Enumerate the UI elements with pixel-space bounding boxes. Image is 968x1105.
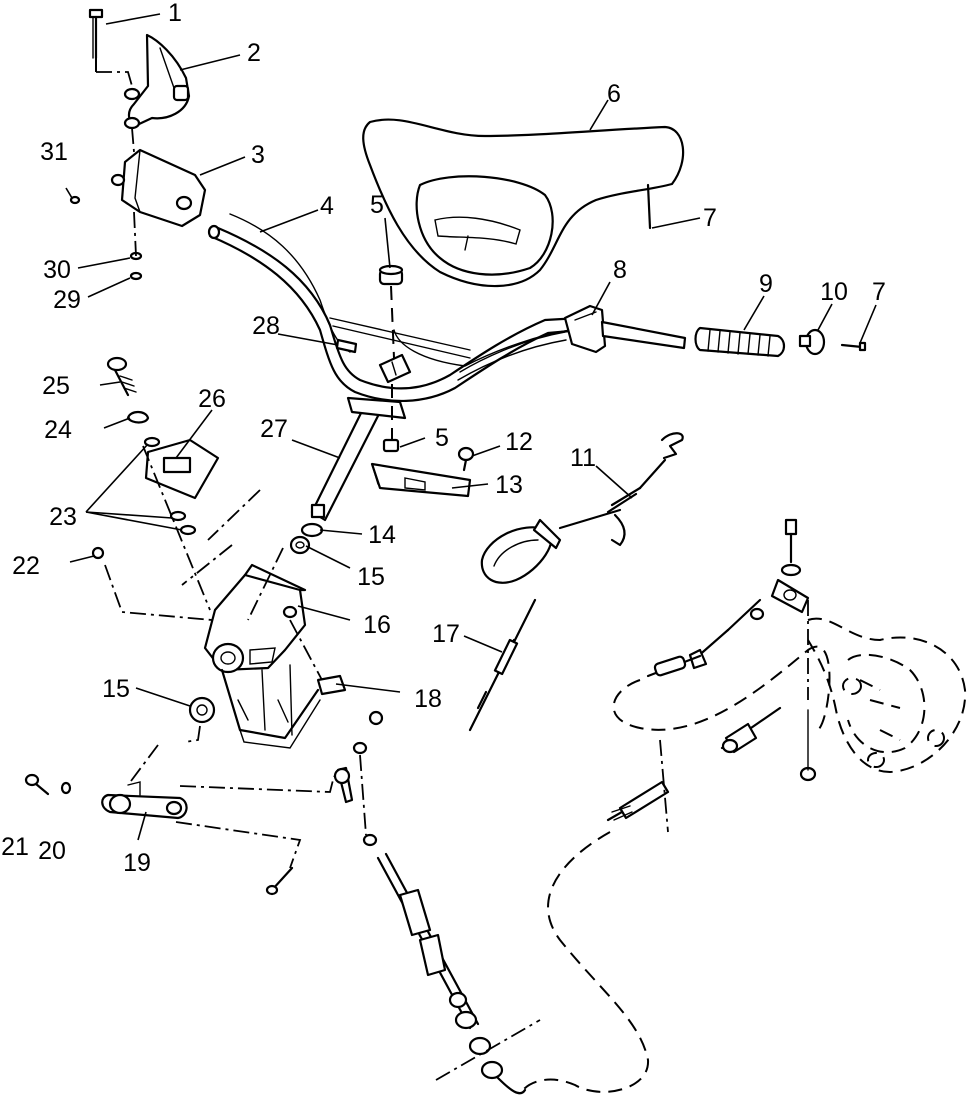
callout-2: 2	[247, 39, 261, 67]
callout-26: 26	[198, 385, 226, 413]
callout-4: 4	[320, 192, 334, 220]
part-8-control-housing	[457, 304, 687, 381]
part-15-bushing	[289, 535, 311, 555]
part-29-washer	[129, 271, 143, 281]
part-25-bolt	[106, 356, 137, 397]
part-11-tether-switch	[480, 432, 684, 584]
callout-7-pad: 7	[703, 204, 717, 232]
callout-8: 8	[613, 256, 627, 284]
part-5-nut-top	[378, 264, 404, 286]
callout-24: 24	[44, 416, 72, 444]
callout-6: 6	[607, 80, 621, 108]
callout-1: 1	[168, 0, 182, 27]
callout-19: 19	[123, 849, 151, 877]
callout-20: 20	[38, 837, 66, 865]
callout-16: 16	[363, 611, 391, 639]
callout-28: 28	[252, 312, 280, 340]
part-6-handlebar-pad	[362, 118, 685, 288]
callout-15-upper: 15	[357, 563, 385, 591]
callout-29: 29	[53, 286, 81, 314]
part-9-grip	[694, 326, 786, 358]
part-17-throttle-cable	[468, 598, 537, 732]
callout-13: 13	[495, 471, 523, 499]
hidden-lines	[95, 58, 967, 1096]
callout-9: 9	[759, 270, 773, 298]
callout-23: 23	[49, 503, 77, 531]
right-carburetor-assembly	[606, 518, 817, 822]
callout-22: 22	[12, 552, 40, 580]
callout-5-lower: 5	[435, 424, 449, 452]
part-27-steering-post	[310, 396, 407, 522]
callout-5-top: 5	[370, 191, 384, 219]
callout-10: 10	[820, 278, 848, 306]
lower-bolt	[265, 866, 294, 896]
part-15-bushing-lower	[188, 696, 216, 724]
callout-18: 18	[414, 685, 442, 713]
part-19-pitman-arm	[101, 781, 188, 820]
callout-21: 21	[1, 833, 29, 861]
callout-7-grip: 7	[872, 278, 886, 306]
part-13-bracket	[370, 462, 472, 498]
callout-30: 30	[43, 256, 71, 284]
part-10-end-cap	[798, 328, 826, 356]
part-20-washer	[60, 781, 72, 795]
part-1-bolt	[88, 8, 104, 60]
callout-14: 14	[368, 521, 396, 549]
callout-12: 12	[505, 428, 533, 456]
part-31-screw	[69, 195, 81, 205]
callout-31: 31	[40, 138, 68, 166]
part-21-bolt	[24, 773, 50, 796]
tie-rod-end	[333, 710, 527, 1095]
part-28-cable-tie	[335, 338, 358, 354]
callout-11: 11	[570, 444, 596, 472]
part-22-nut	[91, 546, 105, 560]
callout-25: 25	[42, 372, 70, 400]
part-16-steering-support	[203, 563, 347, 749]
part-3-throttle-block	[110, 148, 207, 228]
callout-27: 27	[260, 415, 288, 443]
part-12-screw	[457, 446, 475, 472]
callout-3: 3	[251, 141, 265, 169]
part-2-throttle-lever	[123, 33, 191, 130]
part-14-bushing	[300, 522, 324, 538]
callout-labels: 1 2 3 4 5 5 6 7 7 8 9 10 11 12 13 14 15 …	[1, 0, 886, 877]
stem-clamp	[378, 353, 412, 384]
part-5-nut-lower	[382, 438, 400, 453]
callout-15-lower: 15	[102, 675, 130, 703]
part-23-washer	[143, 436, 197, 536]
callout-17: 17	[432, 620, 460, 648]
part-24-clip	[126, 410, 150, 424]
part-7-screw	[840, 341, 867, 352]
leader-lines	[65, 13, 877, 841]
